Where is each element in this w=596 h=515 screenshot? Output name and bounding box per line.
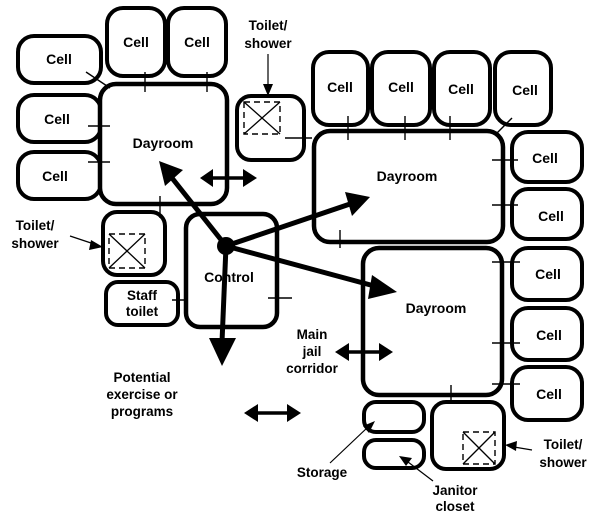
double-arrow-icon: [244, 404, 258, 422]
potential-exercise-label-2: exercise or: [106, 387, 178, 402]
right-bottom-pod: Cell Cell Cell Dayroom: [360, 245, 584, 471]
toilet-shower-top: [235, 94, 306, 162]
dayroom-right-top: [311, 128, 506, 245]
cell-label: Cell: [42, 168, 68, 184]
toilet-shower-left-label-2: shower: [11, 236, 59, 251]
double-arrow-icon: [243, 169, 257, 187]
double-arrow-icon: [287, 404, 301, 422]
cell-label: Cell: [535, 266, 561, 282]
callouts: Toilet/ shower Toilet/ shower Main jail …: [11, 18, 587, 514]
janitor-closet: [362, 438, 426, 470]
cell-label: Cell: [448, 81, 474, 97]
circulation-arrows: [200, 169, 393, 422]
toilet-shower-bottom-label-2: shower: [539, 455, 587, 470]
main-corridor-label-2: jail: [302, 344, 322, 359]
arrowhead-icon: [368, 275, 397, 299]
shower-fixture-icon: [462, 431, 496, 465]
janitor-closet-label-2: closet: [435, 499, 475, 514]
cell-right-lower-3: [510, 365, 584, 422]
cell-label: Cell: [532, 150, 558, 166]
storage-room: [362, 400, 426, 434]
cell-right-top-2: [370, 50, 432, 127]
staff-toilet-label-1: Staff: [127, 288, 158, 303]
sight-lines: [159, 161, 397, 366]
cell-right-lower-2: [510, 306, 584, 362]
arrowhead-icon: [159, 161, 183, 186]
cell-label: Cell: [123, 34, 149, 50]
staff-toilet: [104, 280, 180, 327]
cell-label: Cell: [388, 79, 414, 95]
cell-left-top-1: [105, 6, 167, 78]
cell-label: Cell: [512, 82, 538, 98]
janitor-closet-label-1: Janitor: [432, 483, 478, 498]
cell-label: Cell: [538, 208, 564, 224]
cell-right-top-3: [432, 50, 492, 127]
cell-label: Cell: [536, 327, 562, 343]
right-top-pod: Cell Cell Cell Cell Cell Cell Dayroom: [311, 50, 584, 248]
cell-label: Cell: [44, 111, 70, 127]
cell-label: Cell: [46, 51, 72, 67]
toilet-shower-top-label-2: shower: [244, 36, 292, 51]
arrowhead-icon: [209, 338, 236, 366]
left-pod: Cell Cell Cell Cell Cell Dayroom Staff: [16, 6, 312, 327]
main-corridor-label-3: corridor: [286, 361, 339, 376]
cell-label: Cell: [327, 79, 353, 95]
cell-right-side-2: [510, 187, 584, 241]
dayroom-left-label: Dayroom: [133, 135, 194, 151]
double-arrow-icon: [335, 343, 349, 361]
cell-label: Cell: [536, 386, 562, 402]
cell-left-top-2: [166, 6, 228, 78]
dayroom-right-top-label: Dayroom: [377, 168, 438, 184]
cell-right-side-1: [510, 130, 584, 184]
toilet-shower-top-label-1: Toilet/: [249, 18, 288, 33]
cell-right-lower-1: [510, 246, 584, 302]
cell-right-top-1: [311, 50, 370, 127]
door-mark: [85, 71, 111, 89]
toilet-shower-bottom: [430, 400, 506, 471]
main-corridor-label-1: Main: [297, 327, 328, 342]
dayroom-right-bottom: [360, 245, 505, 398]
storage-label: Storage: [297, 465, 348, 480]
dayroom-left: [97, 81, 230, 207]
cell-left-side-1: [16, 34, 103, 85]
double-arrow-icon: [379, 343, 393, 361]
dayroom-right-bottom-label: Dayroom: [406, 300, 467, 316]
control-label: Control: [204, 269, 254, 285]
shower-fixture-icon: [243, 101, 281, 135]
potential-exercise-label-1: Potential: [113, 370, 170, 385]
control-room: [183, 211, 280, 330]
toilet-shower-bottom-label-1: Toilet/: [544, 437, 583, 452]
cell-right-top-4: [493, 50, 553, 127]
shower-fixture-icon: [108, 233, 146, 269]
cell-label: Cell: [184, 34, 210, 50]
toilet-shower-left-label-1: Toilet/: [16, 218, 55, 233]
double-arrow-icon: [200, 169, 213, 187]
staff-toilet-label-2: toilet: [126, 304, 159, 319]
arrowhead-icon: [345, 192, 370, 216]
door-mark: [495, 117, 513, 135]
potential-exercise-label-3: programs: [111, 404, 173, 419]
